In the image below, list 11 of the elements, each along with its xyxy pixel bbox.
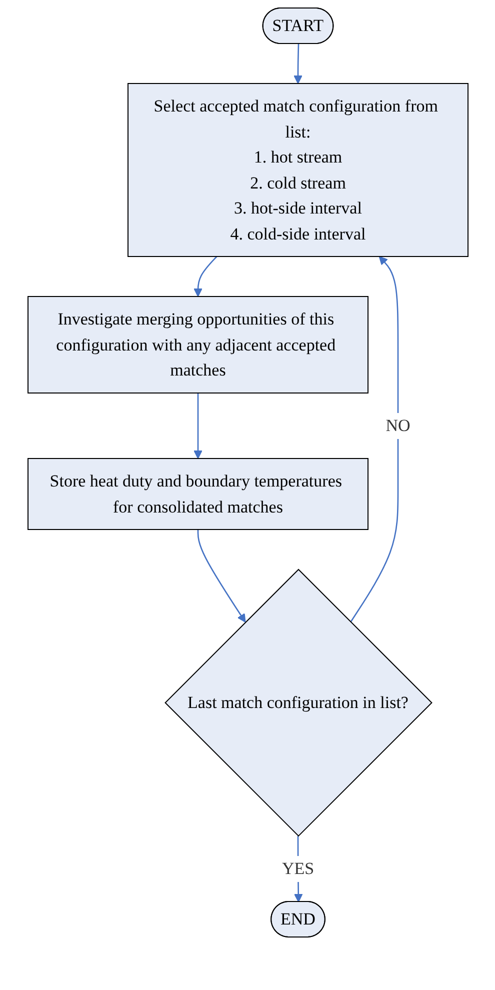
arrow	[350, 256, 398, 622]
node-box: Store heat duty and boundary temperatures for consolidated matches	[27, 458, 368, 530]
node-box: Select accepted match configuration from list: 1. hot stream 2. cold stream 3. hot-side interval 4. cold-side interval	[127, 83, 468, 257]
arrow	[293, 44, 302, 84]
node-box: Investigate merging opportunities of this configuration with any adjacent accepted matches	[27, 296, 368, 394]
arrow	[196, 530, 246, 622]
arrow	[193, 393, 202, 459]
arrow	[193, 256, 217, 297]
edge-label: YES	[281, 858, 314, 878]
edge-label: NO	[385, 416, 410, 435]
node-diamond: Last match configuration in list?	[164, 568, 432, 837]
